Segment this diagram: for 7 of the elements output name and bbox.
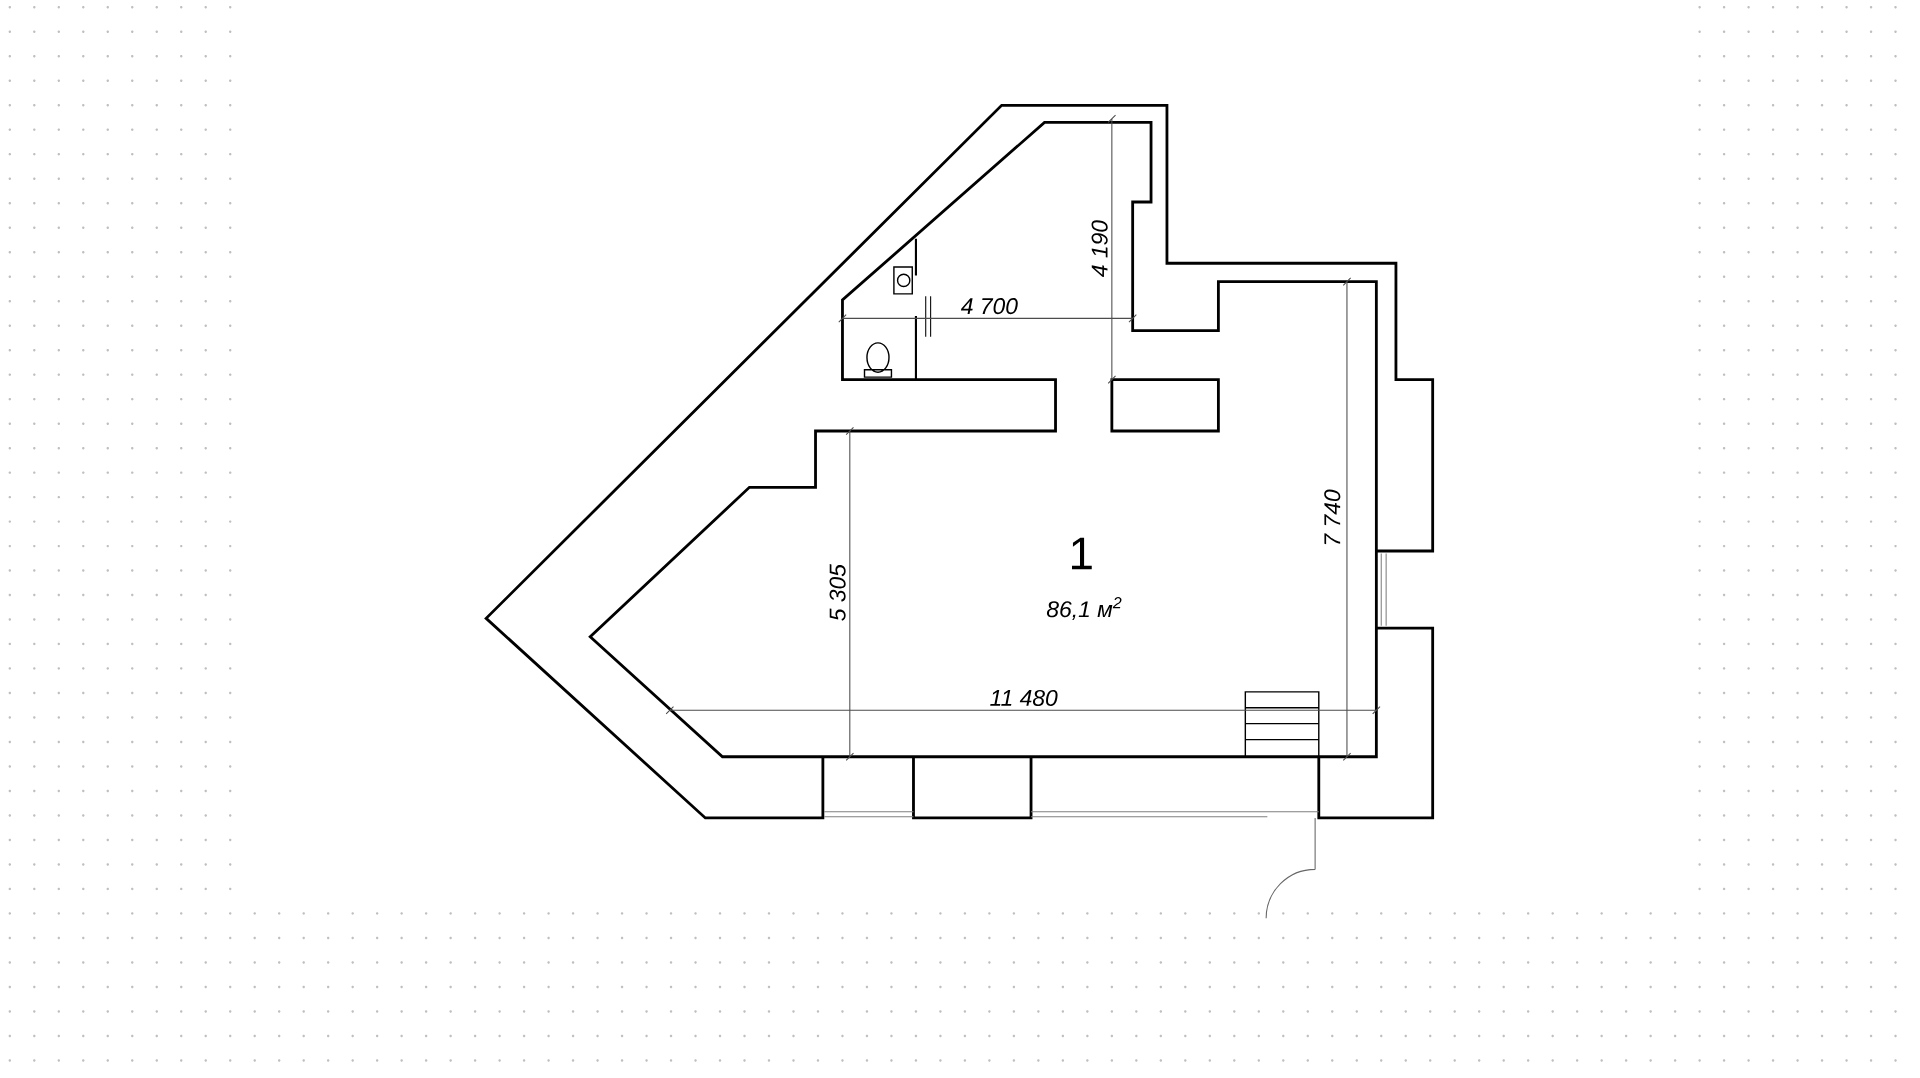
dimension-label: 7 740 (1324, 489, 1341, 545)
room-number: 1 (1072, 538, 1092, 570)
dimension-label: 11 480 (990, 690, 1058, 707)
area-label: 86,1 м$^{2}$ (1046, 597, 1122, 621)
dimension-label: 4 700 (960, 298, 1018, 315)
dimension-label: 5 305 (829, 564, 846, 621)
dimension-label: 4 190 (1091, 220, 1108, 278)
